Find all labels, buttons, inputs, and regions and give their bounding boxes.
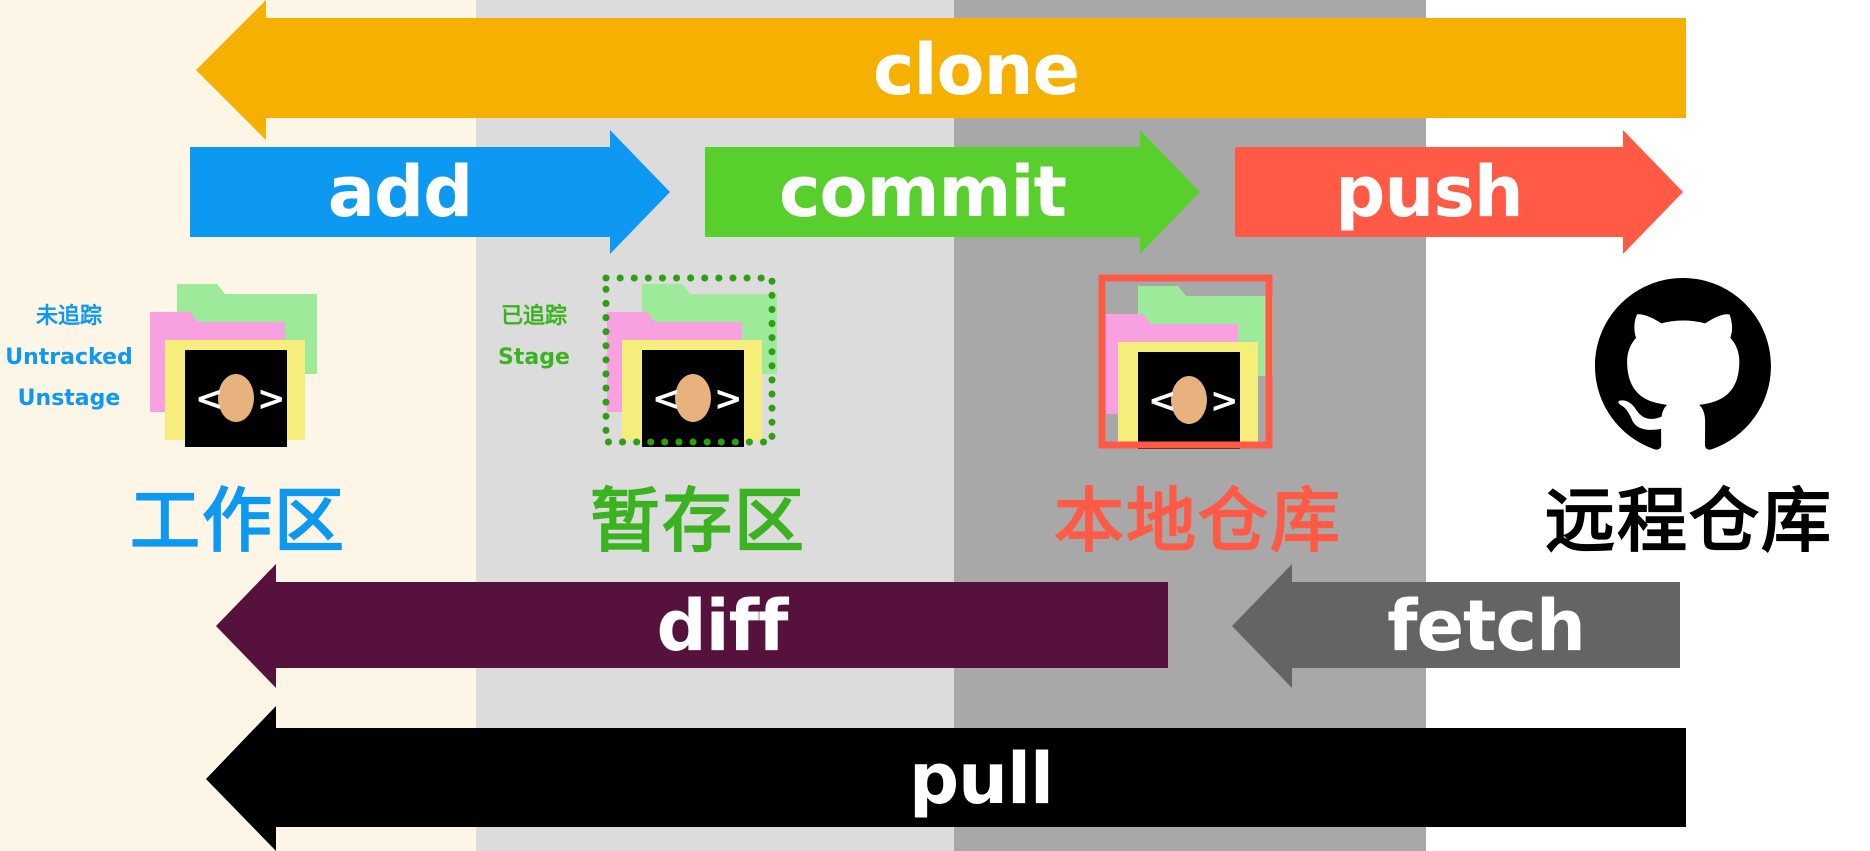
add-arrow: add	[190, 130, 670, 254]
push-arrow: push	[1235, 130, 1683, 254]
workspace-tag-en1: Untracked	[5, 345, 133, 370]
svg-text:<: <	[195, 379, 224, 419]
clone-arrow: clone	[196, 0, 1686, 140]
svg-text:<: <	[1148, 381, 1177, 421]
pull-label: pull	[909, 737, 1054, 820]
remote-repo-zone	[1426, 0, 1870, 851]
code-folder-icon: < >	[145, 272, 320, 447]
diff-arrow: diff	[216, 564, 1168, 688]
push-label: push	[1335, 151, 1523, 233]
local-repo-name: 本地仓库	[1054, 480, 1342, 562]
fetch-arrow: fetch	[1232, 564, 1680, 688]
svg-text:>: >	[714, 379, 743, 419]
commit-label: commit	[779, 151, 1067, 233]
pull-arrow: pull	[206, 706, 1686, 851]
diff-label: diff	[656, 585, 788, 667]
svg-text:>: >	[1210, 381, 1239, 421]
github-octocat-icon	[1595, 278, 1771, 454]
code-folder-icon: < >	[1098, 274, 1273, 449]
workspace-tag-en2: Unstage	[17, 386, 121, 411]
workspace-name: 工作区	[130, 480, 346, 562]
code-folder-icon: < >	[602, 272, 777, 447]
fetch-label: fetch	[1387, 585, 1586, 667]
workspace-tag: 未追踪 Untracked Unstage	[0, 296, 138, 419]
stage-name: 暂存区	[590, 480, 806, 562]
svg-text:<: <	[652, 379, 681, 419]
stage-tag: 已追踪 Stage	[486, 296, 582, 378]
svg-text:>: >	[257, 379, 286, 419]
stage-tag-en: Stage	[498, 345, 570, 370]
workspace-tag-cn: 未追踪	[35, 304, 102, 329]
add-label: add	[327, 151, 473, 233]
remote-repo-name: 远程仓库	[1545, 480, 1833, 562]
clone-label: clone	[873, 29, 1080, 111]
commit-arrow: commit	[705, 130, 1200, 254]
stage-tag-cn: 已追踪	[500, 304, 567, 329]
